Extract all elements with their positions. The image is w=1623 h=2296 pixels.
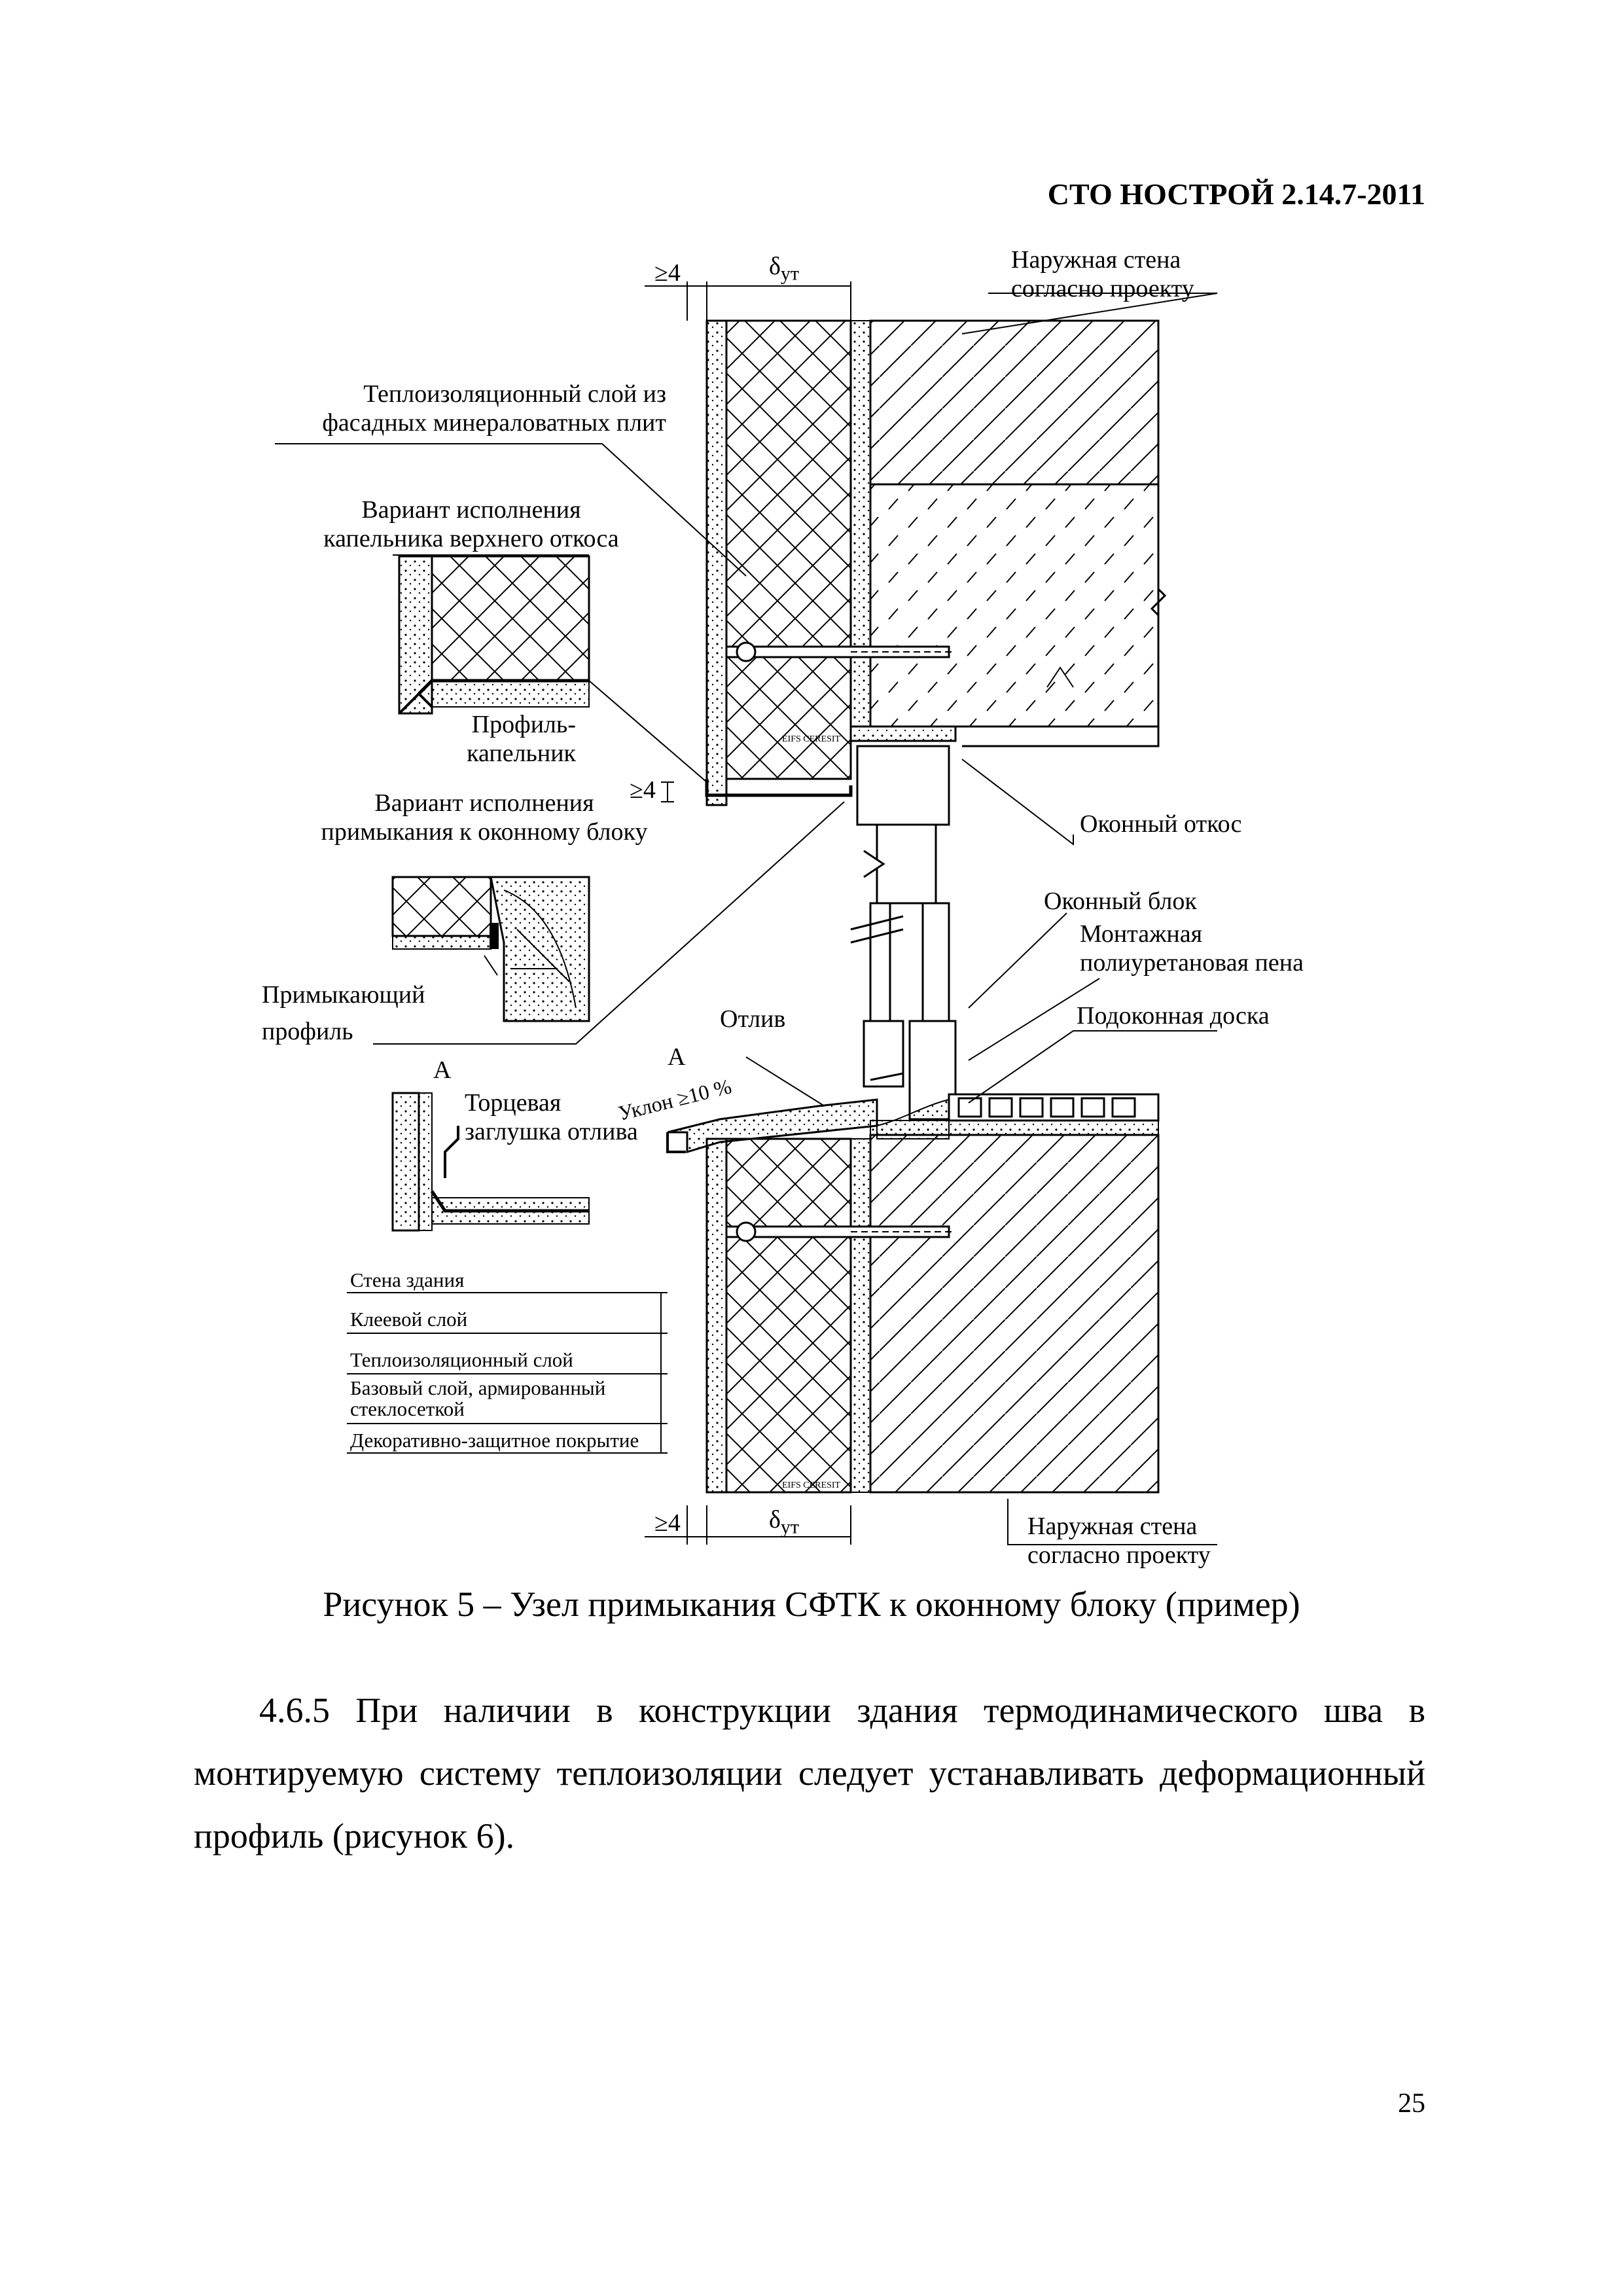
dim-gap-mid: ≥4 — [630, 776, 656, 804]
dim-delta-bot: δут — [769, 1506, 800, 1538]
sill-and-ebb — [666, 1093, 1160, 1154]
figure-caption: Рисунок 5 – Узел примыкания СФТК к оконн… — [323, 1585, 1300, 1624]
upper-wall-section — [705, 319, 1167, 806]
brand-marking-bottom: EIFS CERESIT — [782, 1480, 841, 1490]
label-sill-board: Подоконная доска — [1077, 1002, 1270, 1030]
legend-item: Теплоизоляционный слой — [350, 1348, 573, 1371]
dim-delta-top: δут — [769, 253, 800, 285]
drip-variant-detail — [398, 555, 590, 715]
label-window-block: Оконный блок — [1044, 888, 1197, 915]
dim-gap-bot: ≥4 — [654, 1509, 681, 1537]
legend-item: Стена здания — [350, 1268, 465, 1291]
label-drip-profile: Профиль-капельник — [467, 711, 576, 767]
label-ebb: Отлив — [720, 1005, 786, 1033]
document-header: СТО НОСТРОЙ 2.14.7-2011 — [1047, 177, 1425, 211]
brand-marking-top: EIFS CERESIT — [782, 734, 841, 744]
legend-table — [347, 1292, 668, 1454]
body-text: 4.6.5 При наличии в конструкции здания т… — [194, 1691, 1425, 1856]
dimension-lines — [645, 281, 851, 1545]
ebb-endcap-detail — [391, 1092, 590, 1232]
dim-gap-top: ≥4 — [654, 259, 681, 287]
page-number: 25 — [1398, 2089, 1425, 2119]
body-paragraph: 4.6.5 При наличии в конструкции здания т… — [194, 1679, 1425, 1867]
label-section-a-left: А — [433, 1056, 452, 1084]
leader-lines — [275, 293, 1218, 1545]
legend-item: Декоративно-защитное покрытие — [350, 1429, 639, 1452]
junction-variant-detail — [391, 876, 590, 1022]
legend-item: Базовый слой, армированный стеклосеткой — [350, 1376, 606, 1420]
label-window-reveal: Оконный откос — [1080, 810, 1242, 838]
window-frame — [850, 745, 957, 1121]
legend-item: Клеевой слой — [350, 1308, 468, 1331]
label-section-a-right: А — [668, 1043, 686, 1071]
lower-wall-section — [705, 1134, 1160, 1494]
window-junction-drawing — [275, 281, 1218, 1545]
